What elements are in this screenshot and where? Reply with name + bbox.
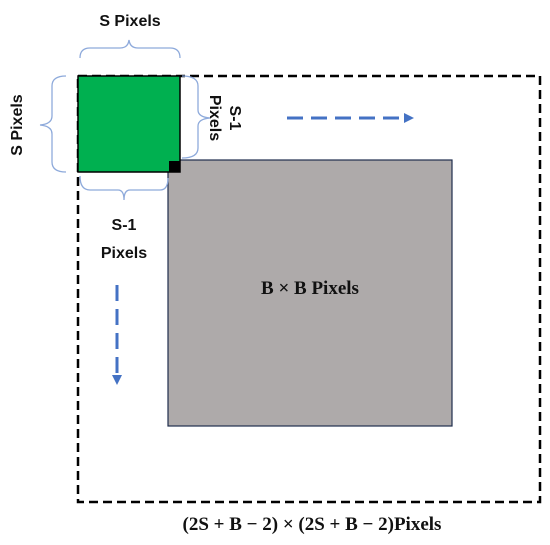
outer-dashed-boundary (76, 74, 542, 504)
top-brace (79, 39, 181, 59)
right-brace (181, 75, 211, 159)
center-label: B × B Pixels (261, 278, 359, 299)
right-s1-label: S-1 (226, 106, 243, 131)
b-by-b-square (167, 159, 453, 427)
top-s-label: S Pixels (99, 13, 160, 30)
right-pixels-label: Pixels (206, 95, 223, 141)
left-brace (39, 75, 67, 173)
bottom-pixels-label: Pixels (101, 245, 147, 262)
right-s1-label-group: S-1 (226, 106, 243, 131)
corner-pixel (169, 161, 180, 172)
left-s-label: S Pixels (9, 94, 26, 155)
bottom-s1-label: S-1 (112, 217, 137, 234)
footer-formula: (2S + B − 2) × (2S + B − 2)Pixels (183, 514, 442, 535)
right-pixels-label-group: Pixels (206, 95, 223, 141)
s-by-s-window (77, 75, 181, 173)
bottom-brace (79, 175, 169, 201)
